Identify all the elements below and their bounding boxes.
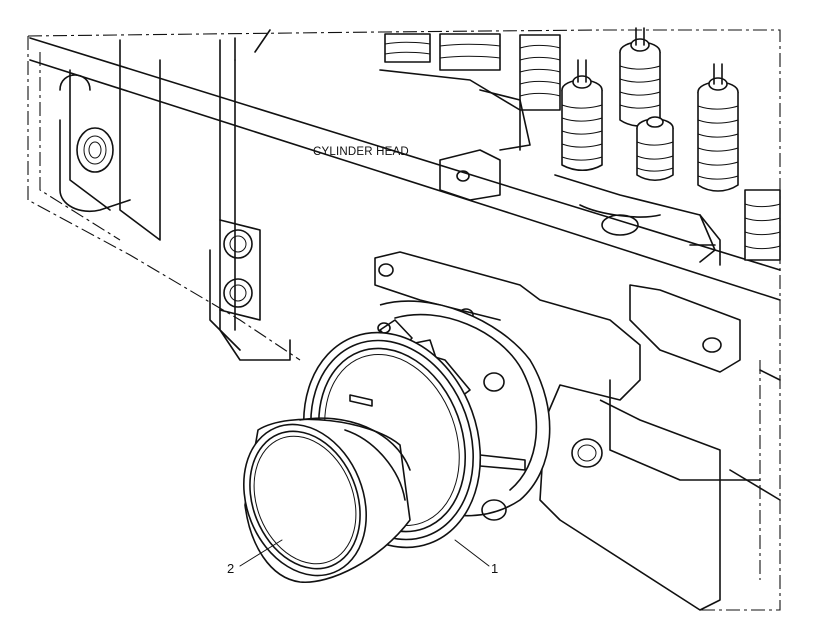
mid-bosses <box>219 219 261 321</box>
callout-number-1: 1 <box>491 561 499 576</box>
valve-springs <box>384 27 781 261</box>
seal-installer <box>242 417 411 583</box>
left-boss <box>59 119 131 212</box>
rocker-blocks <box>379 69 721 266</box>
callout-number-2: 2 <box>227 561 235 576</box>
leader-lines <box>239 539 490 567</box>
rocker-rail <box>29 29 781 361</box>
cylinder-head-label: CYLINDER HEAD <box>313 146 409 158</box>
